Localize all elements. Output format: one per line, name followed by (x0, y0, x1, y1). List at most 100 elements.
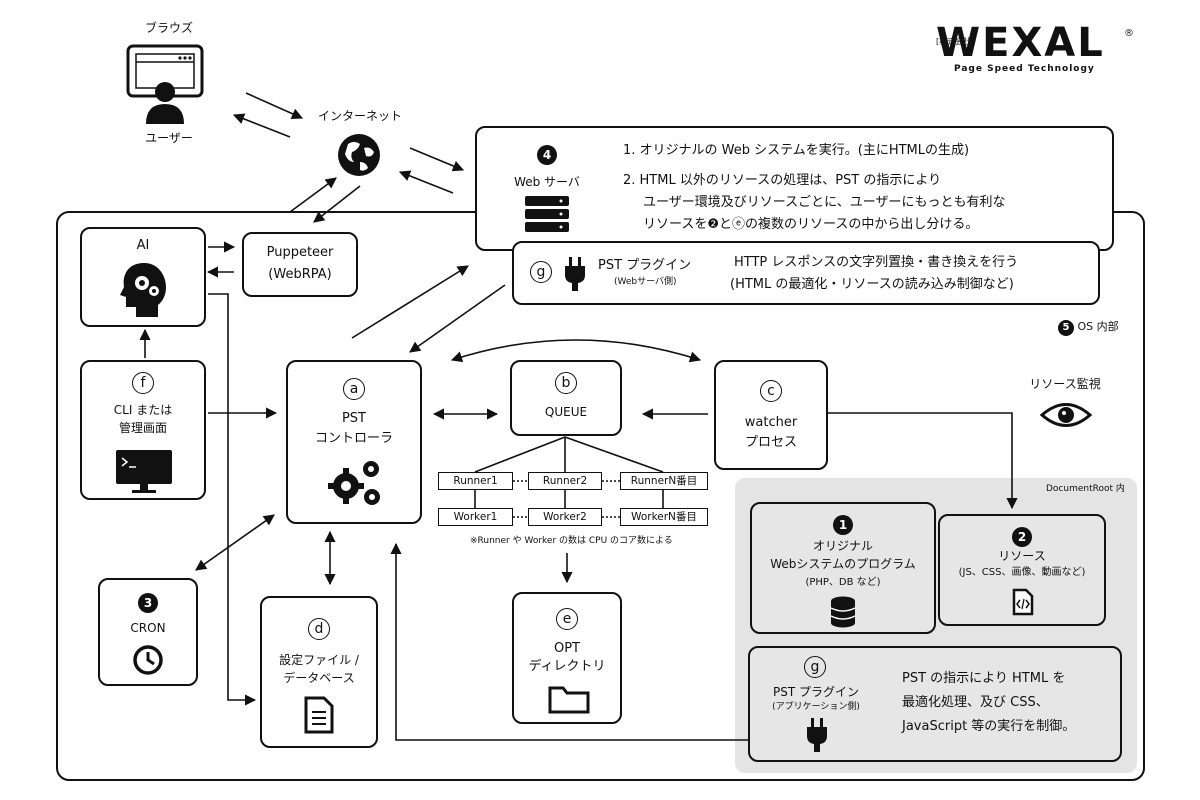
arrow-pst-webserver (351, 265, 469, 339)
arrow-pst-watcher-curve (450, 339, 702, 363)
config-letter: d (308, 618, 330, 640)
plugin-app-desc2: 最適化処理、及び CSS、 (902, 695, 1049, 710)
cron-number: 3 (138, 593, 158, 613)
browser-user-icon (126, 44, 204, 124)
puppeteer-line2: (WebRPA) (268, 267, 332, 282)
cli-line2: 管理画面 (118, 421, 167, 435)
webserver-label: Web サーバ (514, 175, 580, 189)
cron-label: CRON (130, 621, 166, 635)
puppeteer-box: Puppeteer (WebRPA) (242, 232, 358, 297)
resources-line1: リソース (998, 549, 1046, 563)
docroot-label: DocumentRoot 内 (1046, 484, 1125, 494)
folder-icon (548, 686, 590, 714)
tree-line-left (474, 436, 566, 473)
ai-label: AI (136, 238, 150, 253)
cli-box: f CLI または 管理画面 (80, 360, 206, 500)
monitor-icon (116, 450, 172, 493)
original-system-box: 1 オリジナル Webシステムのプログラム (PHP、DB など) (750, 502, 936, 634)
pst-controller-box: a PST コントローラ (286, 360, 422, 524)
tree-line-right (564, 436, 664, 473)
globe-icon (338, 134, 380, 176)
cli-letter: f (132, 372, 154, 394)
browser-label: ブラウズ (144, 21, 193, 35)
os-label: OS 内部 (1077, 320, 1119, 333)
arrow-appplugin-pst (390, 542, 748, 741)
plugin-web-desc2: (HTML の最適化・リソースの読み込み制御など) (730, 277, 1014, 292)
watcher-letter: c (760, 380, 782, 402)
runner-1: Runner1 (438, 472, 513, 490)
watcher-line1: watcher (744, 415, 798, 430)
os-label-wrap: 5 OS 内部 (1058, 320, 1138, 336)
runner-note: ※Runner や Worker の数は CPU のコア数による (470, 536, 673, 546)
webserver-desc-line4: リソースを❷とⓔの複数のリソースの中から出し分ける。 (643, 217, 979, 232)
internet-label: インターネット (317, 109, 402, 123)
puppeteer-line1: Puppeteer (266, 245, 334, 260)
config-line1: 設定ファイル / (279, 653, 359, 667)
arrow-internet-webserver (409, 147, 465, 172)
cron-box: 3 CRON (98, 578, 198, 686)
user-label: ユーザー (145, 131, 193, 145)
logo-text: WEXAL (936, 20, 1105, 66)
worker-n: WorkerN番目 (620, 508, 708, 526)
runner-2: Runner2 (528, 472, 602, 490)
plug-icon-app (807, 718, 827, 752)
plugin-web-title: PST プラグイン (598, 258, 692, 273)
webserver-number: 4 (537, 145, 557, 165)
server-icon (525, 196, 569, 232)
plugin-web-box: g PST プラグイン (Webサーバ側) HTTP レスポンスの文字列置換・書… (512, 241, 1100, 305)
plugin-app-letter: g (804, 656, 826, 678)
plugin-app-desc1: PST の指示により HTML を (902, 671, 1066, 686)
arrow-webserver-internet (398, 170, 454, 194)
watcher-line2: プロセス (744, 435, 797, 450)
original-line3: (PHP、DB など) (805, 577, 881, 588)
arrow-watcher-resources (828, 412, 1018, 510)
queue-box: b QUEUE (510, 360, 622, 436)
original-line2: Webシステムのプログラム (770, 557, 916, 571)
arrow-browser-internet (245, 92, 304, 120)
original-line1: オリジナル (812, 539, 873, 553)
cli-line1: CLI または (113, 403, 173, 417)
opt-box: e OPT ディレクトリ (512, 592, 622, 724)
logo-tagline: Page Speed Technology (954, 64, 1095, 74)
clock-icon (133, 645, 163, 675)
plugin-app-desc3: JavaScript 等の実行を制御。 (902, 719, 1076, 734)
logo-registered: ® (1124, 28, 1134, 39)
arrow-internet-browser (232, 113, 291, 138)
watcher-box: c watcher プロセス (714, 360, 828, 470)
arrow-puppeteer-internet (289, 177, 337, 213)
gears-icon (328, 461, 380, 505)
runner-n: RunnerN番目 (620, 472, 708, 490)
ai-box: AI (80, 227, 206, 327)
queue-letter: b (555, 372, 577, 394)
arrow-ai-config (208, 293, 257, 706)
resources-box: 2 リソース (JS、CSS、画像、動画など) (938, 514, 1106, 626)
opt-line2: ディレクトリ (528, 659, 606, 674)
plug-icon (565, 257, 585, 291)
plugin-app-sub: (アプリケーション側) (772, 702, 860, 712)
code-file-icon (1012, 588, 1034, 616)
wexal-logo: [株式会社] WEXAL ® Page Speed Technology (936, 22, 1136, 74)
database-icon (830, 596, 856, 628)
resource-monitor-label: リソース監視 (1029, 377, 1101, 391)
plugin-web-desc1: HTTP レスポンスの文字列置換・書き換えを行う (734, 255, 1019, 270)
eye-icon (1040, 403, 1092, 427)
opt-letter: e (556, 608, 578, 630)
pst-letter: a (343, 378, 365, 400)
logo-small-mark: [株式会社] (936, 37, 975, 46)
plugin-app-title: PST プラグイン (773, 685, 859, 699)
original-number: 1 (833, 515, 853, 535)
webserver-box: 4 Web サーバ 1. オリジナルの Web システムを実行。(主にHTMLの… (475, 126, 1114, 251)
worker-1: Worker1 (438, 508, 513, 526)
arrow-plugin-pst (409, 284, 506, 353)
plugin-web-sub: (Webサーバ側) (614, 277, 677, 287)
arrow-pst-cron (195, 514, 275, 571)
resources-number: 2 (1012, 527, 1032, 547)
opt-line1: OPT (553, 641, 580, 656)
arrow-internet-puppeteer (313, 185, 361, 223)
pst-line2: コントローラ (314, 431, 393, 446)
config-box: d 設定ファイル / データベース (260, 596, 378, 748)
plugin-web-letter: g (530, 261, 552, 283)
document-icon (304, 696, 334, 734)
os-number: 5 (1058, 320, 1074, 336)
webserver-desc-line3: ユーザー環境及びリソースごとに、ユーザーにもっとも有利な (643, 195, 1006, 210)
